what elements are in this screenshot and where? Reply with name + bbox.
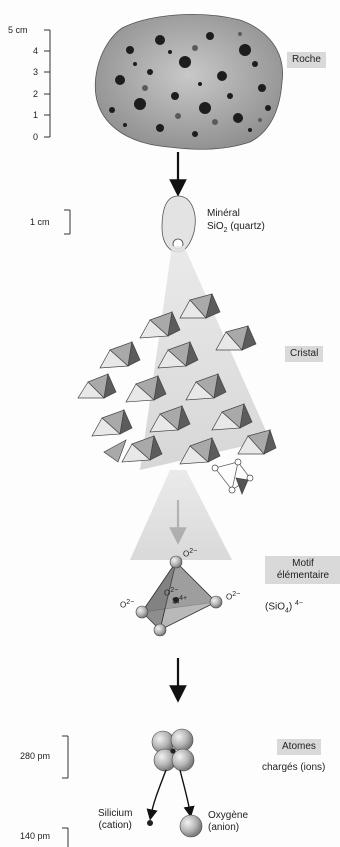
- label-crystal: Cristal: [285, 346, 323, 362]
- atoms-scale-small-label: 140 pm: [20, 830, 50, 842]
- ion-label-right-oxygen: O2−: [226, 590, 240, 602]
- label-charged-ions: chargés (ions): [262, 762, 325, 774]
- ion-label-top-oxygen: O2−: [183, 547, 197, 559]
- rock-scale-tick-3: 3: [33, 66, 38, 78]
- rock-sample: [95, 14, 282, 149]
- mineral-grain: [162, 196, 195, 252]
- oxygene-anion: [180, 815, 202, 837]
- label-atoms: Atomes: [277, 739, 321, 755]
- label-oxygene: Oxygène(anion): [208, 810, 248, 834]
- arrow-to-oxygene: [180, 770, 190, 812]
- atoms-scale-bar-large: [62, 736, 68, 778]
- rock-scale-tick-2: 2: [33, 88, 38, 100]
- rock-scale-tick-4: 4: [33, 45, 38, 57]
- rock-scale-bar: [44, 30, 50, 137]
- atoms-cluster: [152, 729, 194, 771]
- atoms-scale-bar-small: [62, 828, 68, 847]
- label-silicium: Silicium(cation): [98, 808, 132, 832]
- ion-label-left-oxygen: O2−: [120, 598, 134, 610]
- mineral-scale-bar: [64, 210, 70, 234]
- rock-scale-unit-label: 5 cm: [8, 24, 28, 36]
- rock-scale-tick-0: 0: [33, 131, 38, 143]
- arrow-to-silicium: [151, 770, 166, 815]
- label-mineral-formula: SiO2 (quartz): [207, 221, 265, 237]
- zoom-beam-motif: [130, 470, 232, 560]
- rock-scale-tick-1: 1: [33, 109, 38, 121]
- label-sio4-formula: (SiO4) 4−: [265, 598, 303, 617]
- silicium-cation: [147, 820, 153, 826]
- label-mineral: Minéral: [207, 208, 240, 220]
- atoms-scale-large-label: 280 pm: [20, 750, 50, 762]
- label-rock: Roche: [287, 52, 326, 68]
- mineral-scale-label: 1 cm: [30, 216, 50, 228]
- ion-label-silicon: Si4+: [172, 594, 187, 606]
